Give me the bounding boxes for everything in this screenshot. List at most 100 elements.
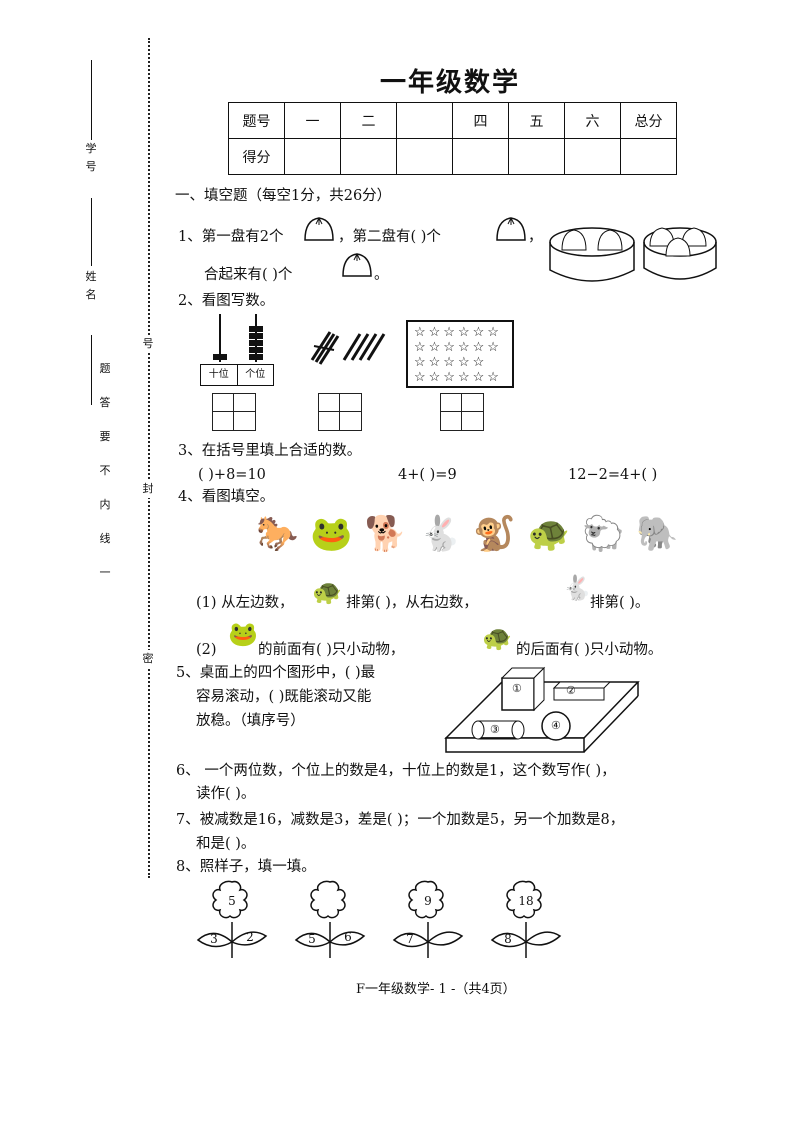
question-3-item: 12−2=4+( ) xyxy=(568,467,658,483)
sticks-bundle-icon xyxy=(310,331,386,365)
score-cell: 六 xyxy=(564,102,621,139)
score-input-cell[interactable] xyxy=(452,138,509,175)
student-name-label: 姓名 xyxy=(85,270,97,301)
plate-two-buns-icon xyxy=(549,227,635,282)
score-input-cell[interactable] xyxy=(564,138,621,175)
score-cell xyxy=(396,102,453,139)
question-4-2-text-b: 的前面有( )只小动物， xyxy=(258,642,405,658)
student-id-label: 学号 xyxy=(85,142,97,173)
flower: 18 8 xyxy=(486,878,566,960)
tens-label: 十位 xyxy=(201,365,238,385)
answer-grid[interactable] xyxy=(318,393,362,431)
score-table-header-row: 题号 一 二 四 五 六 总分 xyxy=(228,102,677,139)
question-4-text: 4、看图填空。 xyxy=(178,489,275,505)
score-cell: 一 xyxy=(284,102,341,139)
score-input-cell[interactable] xyxy=(396,138,453,175)
plate-three-buns-icon xyxy=(643,227,717,280)
question-1-text-c: ， xyxy=(528,229,543,245)
score-input-cell[interactable] xyxy=(620,138,677,175)
shape-label-1: ① xyxy=(512,682,522,695)
score-cell: 四 xyxy=(452,102,509,139)
monkey-icon: 🐒 xyxy=(473,514,528,554)
flower-right-leaf-number[interactable]: 6 xyxy=(344,930,352,944)
question-7-line2: 和是( )。 xyxy=(196,836,256,852)
question-4-1-text-a: (1) 从左边数， xyxy=(196,595,294,611)
turtle-icon: 🐢 xyxy=(527,514,583,554)
flower-left-leaf-number[interactable]: 3 xyxy=(210,932,218,946)
shape-label-2: ② xyxy=(566,684,576,697)
question-6-line2: 读作( )。 xyxy=(196,786,256,802)
flower: 5 3 2 xyxy=(192,878,272,960)
seal-text: 题 答 要 不 内 线 一 xyxy=(98,360,112,582)
elephant-icon: 🐘 xyxy=(636,514,691,554)
score-input-cell[interactable] xyxy=(284,138,341,175)
stars-icon: ☆☆☆☆☆☆☆☆☆☆☆☆☆☆☆☆☆☆☆☆☆☆☆ xyxy=(414,325,502,385)
answer-grid[interactable] xyxy=(440,393,484,431)
sidebar-line xyxy=(91,335,92,405)
seal-char: 线 xyxy=(99,532,111,545)
score-cell: 题号 xyxy=(228,102,285,139)
seal-char: 号 xyxy=(141,335,155,353)
abacus-icon xyxy=(213,314,263,362)
seal-char: 内 xyxy=(99,498,111,511)
question-1-text-a: 1、第一盘有2个 xyxy=(178,229,284,245)
bun-icon xyxy=(496,217,526,241)
answer-grid[interactable] xyxy=(212,393,256,431)
flower-icon xyxy=(392,880,464,958)
flower: 9 7 xyxy=(388,878,468,960)
flower-center-number[interactable]: 18 xyxy=(518,894,534,908)
tabletop-shapes-figure xyxy=(444,666,640,753)
flower: 5 6 xyxy=(290,878,370,960)
question-8-text: 8、照样子，填一填。 xyxy=(176,859,316,875)
animals-row: 🐎🐸🐕🐇🐒🐢🐑🐘 xyxy=(256,514,691,554)
score-input-cell[interactable] xyxy=(508,138,565,175)
question-4-1-text-b: 排第( )，从右边数， xyxy=(346,595,478,611)
turtle-icon: 🐢 xyxy=(312,578,342,606)
flower-icon xyxy=(490,880,562,958)
seal-dotted-line xyxy=(148,38,150,878)
question-7-line1: 7、被减数是16，减数是3，差是( )；一个加数是5，另一个加数是8， xyxy=(176,812,625,828)
seal-char: 要 xyxy=(99,430,111,443)
score-table-score-row: 得分 xyxy=(228,138,677,175)
rabbit-icon: 🐇 xyxy=(562,574,592,602)
seal-char: 一 xyxy=(99,566,111,579)
question-5-line2: 容易滚动，( )既能滚动又能 xyxy=(196,689,372,705)
flower-left-leaf-number[interactable]: 5 xyxy=(308,932,316,946)
flower-center-number[interactable]: 9 xyxy=(424,894,432,908)
question-1-line2-text: 合起来有( )个 xyxy=(204,267,293,283)
seal-char: 题 xyxy=(99,362,111,375)
question-1-text-b: ，第二盘有( )个 xyxy=(338,229,441,245)
ones-label: 个位 xyxy=(245,369,266,380)
sheep-icon: 🐑 xyxy=(582,514,637,554)
score-input-cell[interactable] xyxy=(340,138,397,175)
dog-icon: 🐕 xyxy=(364,514,420,554)
question-4-2-text-a: (2) xyxy=(196,642,217,658)
flower-left-leaf-number[interactable]: 8 xyxy=(504,932,512,946)
shape-label-4: ④ xyxy=(551,719,561,732)
flower-center-number[interactable]: 5 xyxy=(228,894,236,908)
flower-icon xyxy=(196,880,268,958)
shape-label-3: ③ xyxy=(490,723,500,736)
question-3-item: ( )+8=10 xyxy=(198,467,266,483)
page-footer: F一年级数学- 1 -（共4页） xyxy=(356,982,516,997)
seal-char: 答 xyxy=(99,396,111,409)
rabbit-icon: 🐇 xyxy=(419,514,474,554)
frog-icon: 🐸 xyxy=(310,514,365,554)
bun-icon xyxy=(304,217,334,241)
score-cell: 得分 xyxy=(228,138,285,175)
stars-box: ☆☆☆☆☆☆☆☆☆☆☆☆☆☆☆☆☆☆☆☆☆☆☆ xyxy=(406,320,514,388)
flower-right-leaf-number[interactable]: 2 xyxy=(246,930,254,944)
question-5-line1: 5、桌面上的四个图形中，( )最 xyxy=(176,665,376,681)
section-heading: 一、填空题（每空1分，共26分） xyxy=(175,188,392,204)
sidebar-line xyxy=(91,60,92,140)
score-cell: 五 xyxy=(508,102,565,139)
frog-icon: 🐸 xyxy=(228,620,258,648)
question-1-line2-end: 。 xyxy=(374,267,389,283)
flower-left-leaf-number[interactable]: 7 xyxy=(406,932,414,946)
question-5-line3: 放稳。（填序号） xyxy=(196,713,305,729)
question-4-2-text-c: 的后面有( )只小动物。 xyxy=(516,642,663,658)
flower-icon xyxy=(294,880,366,958)
score-cell: 总分 xyxy=(620,102,677,139)
question-3-item: 4+( )=9 xyxy=(398,467,457,483)
abacus-place-labels: 十位 个位 xyxy=(200,364,274,386)
